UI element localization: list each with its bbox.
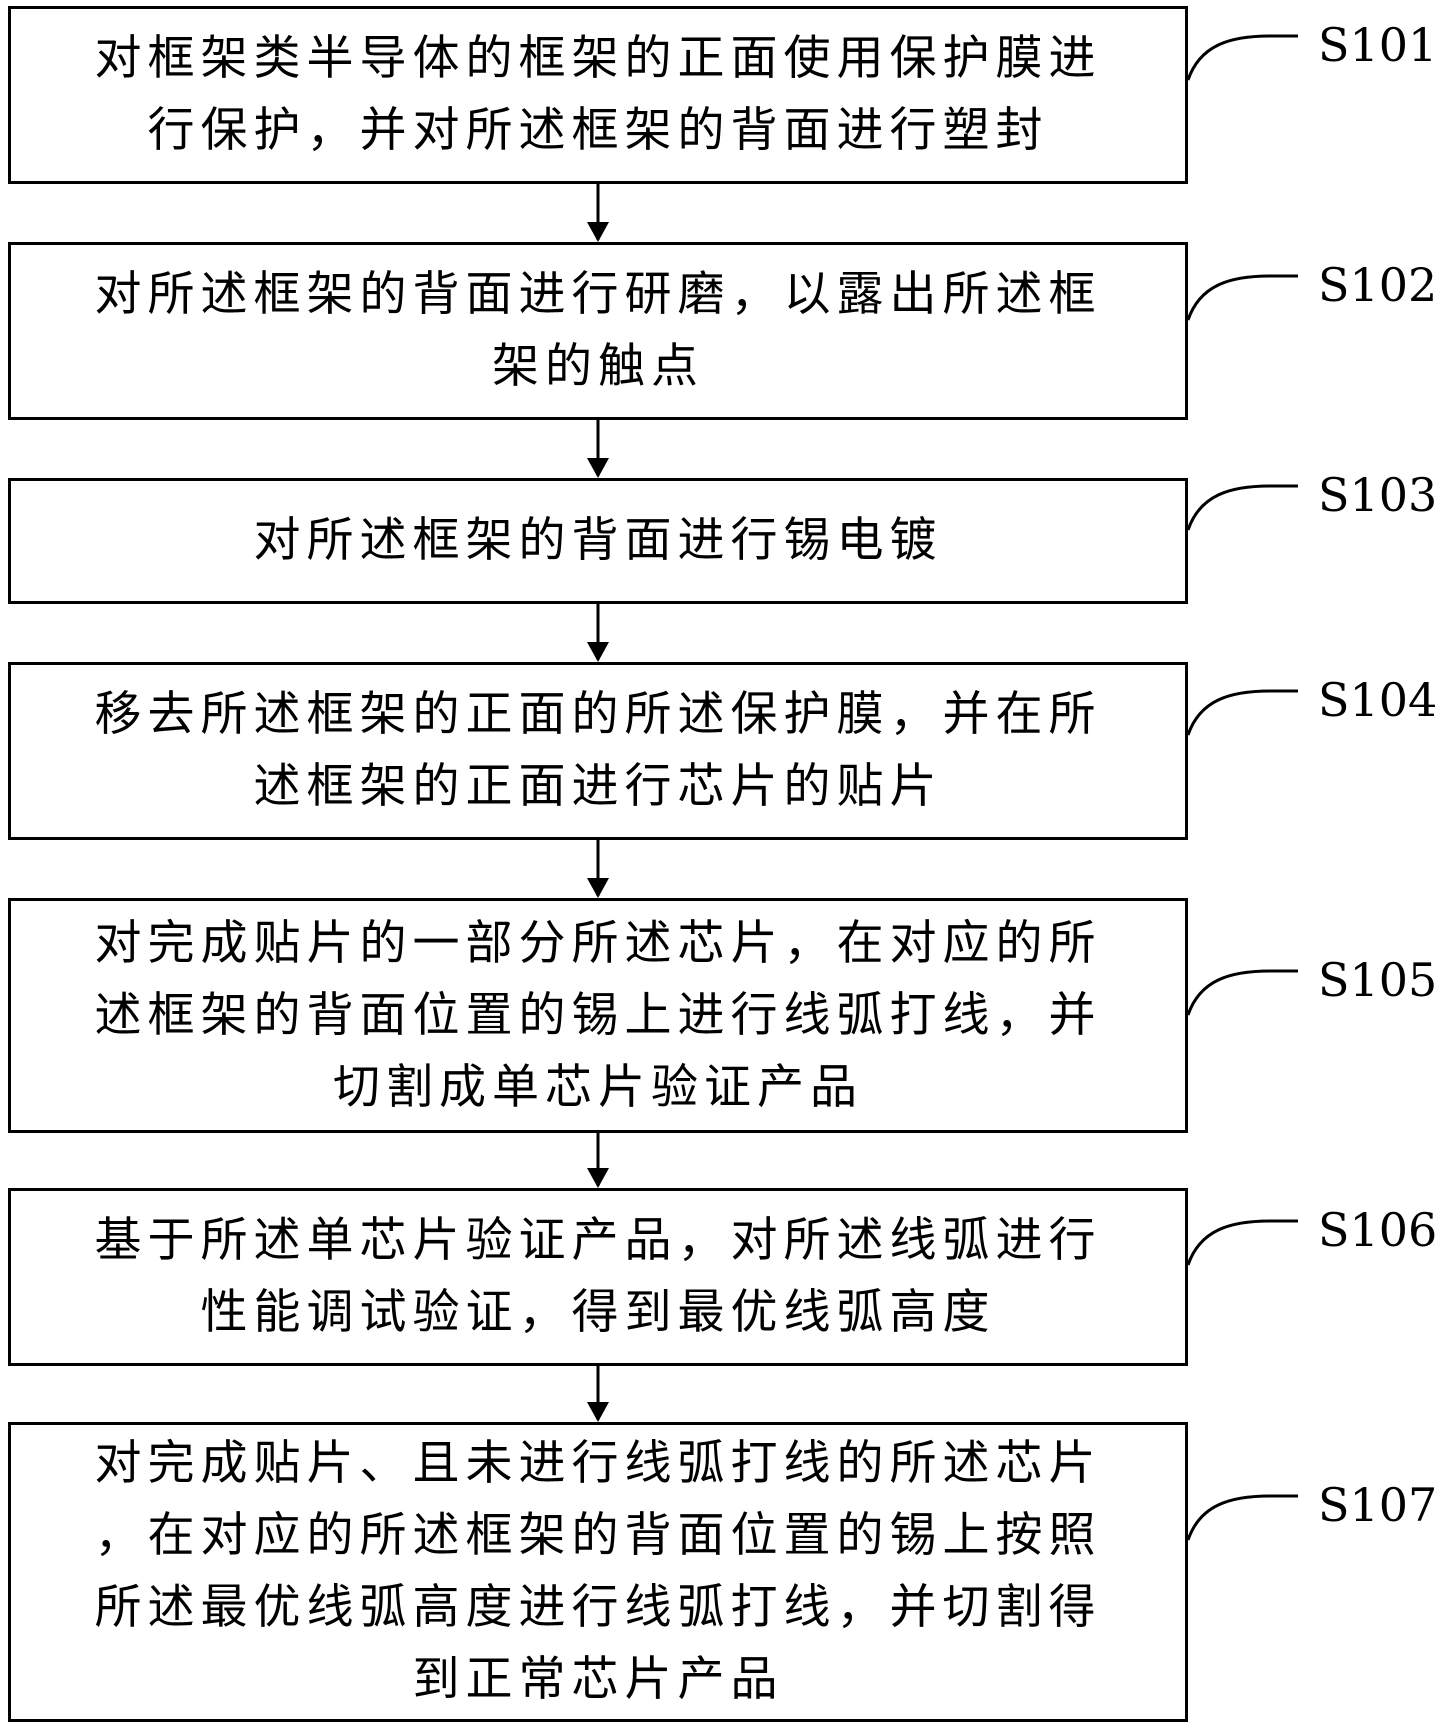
step-label-s107: S107 bbox=[1318, 1478, 1438, 1532]
arrowhead-s105-s106 bbox=[587, 1168, 609, 1188]
leader-s104 bbox=[1186, 689, 1298, 736]
step-text-s104: 移去所述框架的正面的所述保护膜，并在所 述框架的正面进行芯片的贴片 bbox=[94, 687, 1102, 814]
step-label-s105: S105 bbox=[1318, 953, 1438, 1007]
arrowhead-s101-s102 bbox=[587, 222, 609, 242]
step-text-s106: 基于所述单芯片验证产品，对所述线弧进行 性能调试验证，得到最优线弧高度 bbox=[94, 1213, 1102, 1340]
leader-s103 bbox=[1186, 484, 1298, 531]
leader-s105 bbox=[1186, 969, 1298, 1016]
step-box-s101: 对框架类半导体的框架的正面使用保护膜进 行保护，并对所述框架的背面进行塑封 bbox=[8, 6, 1188, 184]
step-label-s101: S101 bbox=[1318, 18, 1438, 72]
step-box-s103: 对所述框架的背面进行锡电镀 bbox=[8, 478, 1188, 604]
arrowhead-s104-s105 bbox=[587, 878, 609, 898]
step-text-s103: 对所述框架的背面进行锡电镀 bbox=[253, 513, 943, 568]
step-label-s106: S106 bbox=[1318, 1203, 1438, 1257]
step-text-s105: 对完成贴片的一部分所述芯片，在对应的所 述框架的背面位置的锡上进行线弧打线，并 … bbox=[94, 915, 1102, 1115]
step-box-s105: 对完成贴片的一部分所述芯片，在对应的所 述框架的背面位置的锡上进行线弧打线，并 … bbox=[8, 898, 1188, 1133]
step-label-s102: S102 bbox=[1318, 258, 1438, 312]
step-label-s103: S103 bbox=[1318, 468, 1438, 522]
step-box-s102: 对所述框架的背面进行研磨，以露出所述框 架的触点 bbox=[8, 242, 1188, 420]
leader-s102 bbox=[1186, 274, 1298, 321]
step-box-s104: 移去所述框架的正面的所述保护膜，并在所 述框架的正面进行芯片的贴片 bbox=[8, 662, 1188, 840]
leader-s107 bbox=[1186, 1494, 1298, 1541]
step-text-s101: 对框架类半导体的框架的正面使用保护膜进 行保护，并对所述框架的背面进行塑封 bbox=[94, 31, 1102, 158]
step-text-s107: 对完成贴片、且未进行线弧打线的所述芯片 ，在对应的所述框架的背面位置的锡上按照 … bbox=[94, 1436, 1102, 1707]
arrowhead-s103-s104 bbox=[587, 642, 609, 662]
arrowhead-s106-s107 bbox=[587, 1402, 609, 1422]
step-text-s102: 对所述框架的背面进行研磨，以露出所述框 架的触点 bbox=[94, 267, 1102, 394]
step-label-s104: S104 bbox=[1318, 673, 1438, 727]
step-box-s107: 对完成贴片、且未进行线弧打线的所述芯片 ，在对应的所述框架的背面位置的锡上按照 … bbox=[8, 1422, 1188, 1722]
arrowhead-s102-s103 bbox=[587, 458, 609, 478]
leader-s101 bbox=[1186, 34, 1298, 81]
leader-s106 bbox=[1186, 1219, 1298, 1266]
step-box-s106: 基于所述单芯片验证产品，对所述线弧进行 性能调试验证，得到最优线弧高度 bbox=[8, 1188, 1188, 1366]
